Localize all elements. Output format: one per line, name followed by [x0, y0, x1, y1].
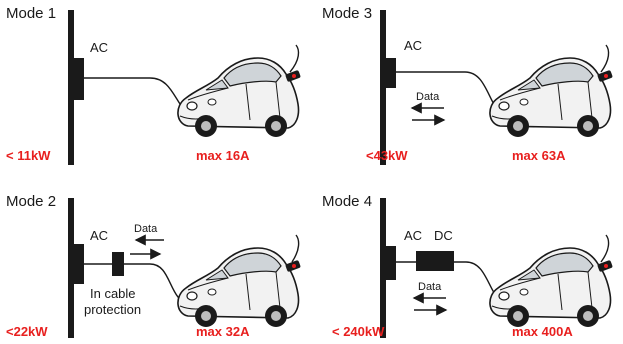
mode-4-ac-label: AC: [404, 228, 422, 243]
car-icon: [489, 57, 614, 138]
mode-3-ac-label: AC: [404, 38, 422, 53]
mode-2-ac-label: AC: [90, 228, 108, 243]
wall-post: [68, 198, 74, 338]
wall-socket: [74, 58, 84, 100]
mode-2-title: Mode 2: [6, 193, 56, 210]
mode-2-panel: Mode 2 AC Data In cable protection <22kW…: [6, 193, 302, 339]
mode-1-panel: Mode 1 AC < 11kW max 16A: [6, 5, 302, 165]
mode-2-power: <22kW: [6, 324, 48, 339]
mode-3-current: max 63A: [512, 148, 566, 163]
mode-4-current: max 400A: [512, 324, 573, 339]
wall-socket: [74, 244, 84, 284]
wall-post: [380, 198, 386, 338]
mode-1-current: max 16A: [196, 148, 250, 163]
car-icon: [489, 247, 614, 328]
car-icon: [177, 247, 302, 328]
mode-3-panel: Mode 3 AC Data <43kW max 63A: [322, 5, 614, 165]
dc-charger-box: [416, 251, 454, 271]
car-icon: [177, 57, 302, 138]
wall-post: [68, 10, 74, 165]
in-cable-protection-box: [112, 252, 124, 276]
wall-socket: [386, 58, 396, 88]
mode-4-title: Mode 4: [322, 193, 372, 210]
mode-2-protection-line2: protection: [84, 302, 141, 317]
mode-2-current: max 32A: [196, 324, 250, 339]
mode-3-data-label: Data: [416, 91, 440, 103]
mode-2-protection-line1: In cable: [90, 286, 136, 301]
wall-socket: [386, 246, 396, 280]
mode-4-dc-label: DC: [434, 228, 453, 243]
mode-3-title: Mode 3: [322, 5, 372, 22]
mode-1-power: < 11kW: [6, 148, 51, 163]
mode-1-title: Mode 1: [6, 5, 56, 22]
mode-4-panel: Mode 4 AC DC Data < 240kW max 400A: [322, 193, 614, 339]
mode-4-data-label: Data: [418, 281, 442, 293]
mode-3-power: <43kW: [366, 148, 408, 163]
mode-4-power: < 240kW: [332, 324, 385, 339]
mode-2-data-label: Data: [134, 223, 158, 235]
mode-1-ac-label: AC: [90, 40, 108, 55]
wall-post: [380, 10, 386, 165]
